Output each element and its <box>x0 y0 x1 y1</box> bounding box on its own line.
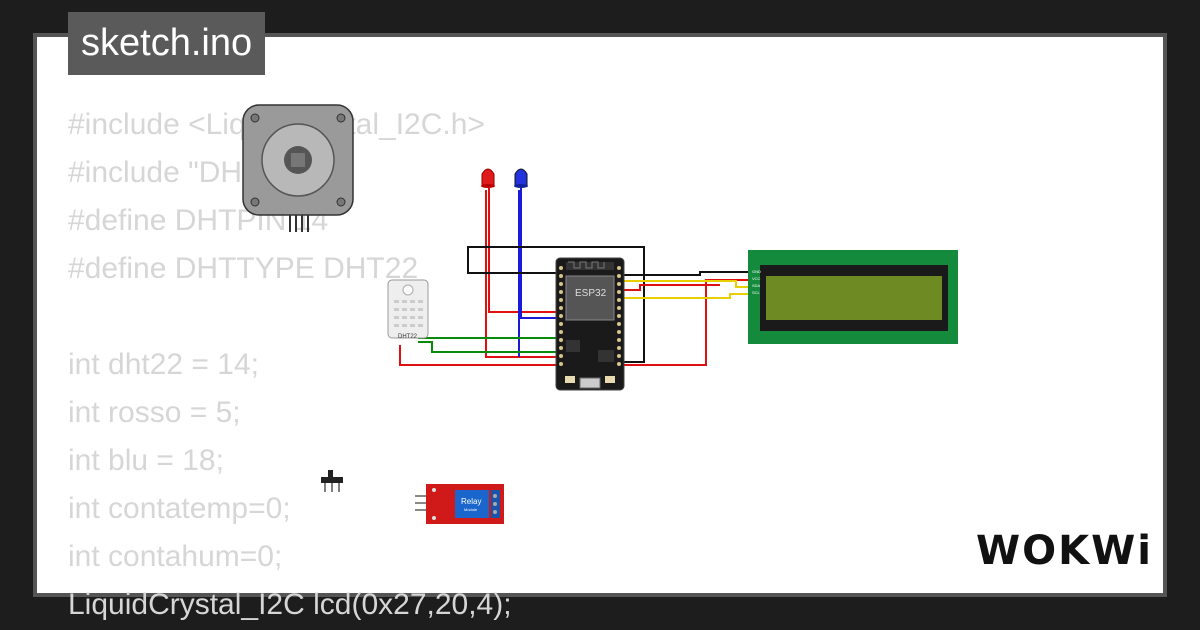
slide-switch[interactable] <box>321 470 343 492</box>
led-red[interactable] <box>481 168 495 188</box>
wire-black-loop <box>467 246 645 363</box>
lcd-display[interactable]: GND VCC SDA SCL <box>748 250 958 344</box>
wire-yellow-scl <box>624 293 750 299</box>
dht22-label: DHT22 <box>398 334 418 340</box>
simulation-canvas: #include <LiquidCrystal_I2C.h> #include … <box>37 37 1163 621</box>
code-line: int contahum=0; <box>68 540 283 573</box>
code-line: int contatemp=0; <box>68 492 291 525</box>
code-line: int blu = 18; <box>68 444 224 477</box>
code-line: #define DHTTYPE DHT22 <box>68 252 419 285</box>
wire-black-gnd-lcd <box>624 271 750 276</box>
lcd-pin-scl: SCL <box>752 290 761 295</box>
code-line: int rosso = 5; <box>68 396 241 429</box>
code-line: LiquidCrystal_I2C lcd(0x27,20,4); <box>68 588 512 621</box>
wire-red-led <box>488 188 566 313</box>
wire-red-led-gnd <box>485 190 566 358</box>
relay-label: Relay <box>461 497 481 506</box>
led-blue[interactable] <box>514 168 528 188</box>
lcd-pin-sda: SDA <box>752 283 761 288</box>
file-tab[interactable]: sketch.ino <box>68 12 266 75</box>
wire-green-dht-vcc <box>418 341 566 353</box>
wokwi-logo: WOKWi <box>976 528 1153 574</box>
relay-module[interactable]: Relay Module <box>415 484 504 524</box>
stepper-motor <box>242 104 354 232</box>
wire-red-lcd <box>624 284 720 291</box>
esp32-label: ESP32 <box>575 288 607 299</box>
preview-frame <box>33 33 1167 597</box>
wire-yellow-sda <box>624 280 750 288</box>
code-line: int dht22 = 14; <box>68 348 259 381</box>
code-background: #include <LiquidCrystal_I2C.h> #include … <box>68 101 512 629</box>
wires <box>399 188 750 366</box>
wire-blue-led <box>520 188 566 319</box>
lcd-pin-vcc: VCC <box>752 276 761 281</box>
dht22-sensor[interactable]: DHT22 <box>387 279 429 340</box>
relay-sublabel: Module <box>464 507 478 512</box>
esp32-board[interactable]: ESP32 <box>555 257 625 391</box>
lcd-pin-gnd: GND <box>752 269 761 274</box>
